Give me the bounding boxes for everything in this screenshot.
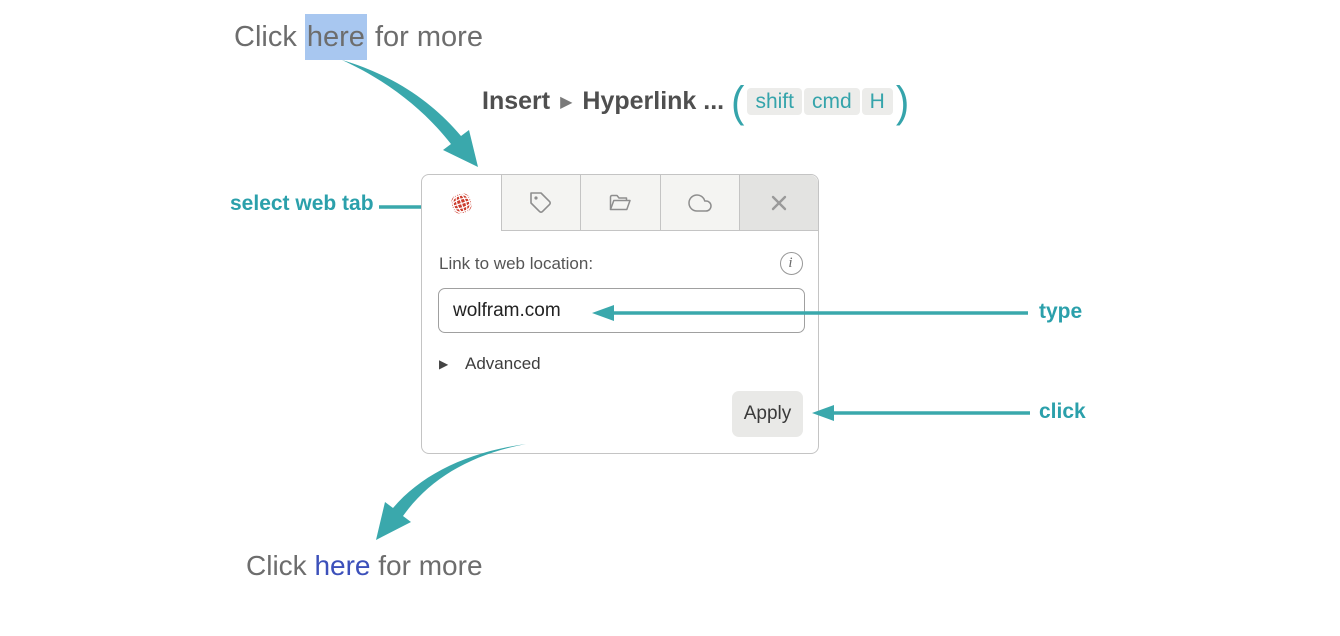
curved-arrow-bottom-icon	[376, 444, 526, 540]
menu-separator-icon: ▶	[560, 93, 573, 111]
dialog-tab-bar	[422, 175, 818, 231]
top-label-selected-text[interactable]: here	[304, 14, 367, 60]
cloud-icon	[687, 193, 712, 212]
top-label-post: for more	[366, 21, 483, 53]
link-to-web-location-label: Link to web location:	[439, 253, 594, 273]
key-shift: shift	[747, 88, 802, 115]
folder-icon	[610, 194, 632, 210]
tab-tag[interactable]	[502, 175, 582, 231]
click-arrow-icon	[812, 405, 1030, 421]
tab-cloud[interactable]	[660, 175, 740, 231]
curved-arrow-top-icon	[342, 60, 478, 167]
url-input[interactable]	[438, 288, 805, 333]
type-label: type	[1039, 300, 1083, 323]
tab-web[interactable]	[422, 175, 502, 231]
tag-icon	[530, 191, 552, 213]
menu-item-hyperlink[interactable]: Hyperlink ...	[582, 87, 725, 115]
tab-file[interactable]	[581, 175, 661, 231]
bottom-here-link[interactable]: here	[314, 550, 371, 581]
shortcut-paren-close: )	[895, 77, 910, 126]
key-h: H	[861, 88, 893, 115]
bottom-label-post: for more	[370, 550, 483, 581]
tab-close[interactable]	[739, 175, 818, 231]
apply-button[interactable]: Apply	[732, 391, 803, 437]
click-label: click	[1039, 400, 1086, 423]
bottom-click-here-label: Click here for more	[243, 542, 486, 589]
top-click-here-label: Click here for more	[231, 14, 486, 61]
menu-shortcut-line: Insert ▶ Hyperlink ... ( shift cmd H )	[482, 77, 910, 126]
menu-insert[interactable]: Insert	[482, 87, 551, 115]
disclosure-triangle-icon: ▶	[439, 357, 449, 371]
select-web-tab-label: select web tab	[230, 192, 374, 215]
bottom-label-pre: Click	[246, 550, 315, 581]
shortcut-paren-open: (	[731, 77, 745, 126]
globe-icon	[450, 192, 473, 214]
key-cmd: cmd	[803, 88, 860, 115]
advanced-toggle[interactable]: ▶ Advanced	[439, 354, 818, 374]
advanced-label: Advanced	[465, 354, 541, 373]
close-icon	[771, 195, 787, 210]
top-label-pre: Click	[234, 21, 305, 53]
shortcut-keys: shift cmd H	[747, 88, 893, 115]
type-arrow-icon	[592, 305, 1028, 321]
info-icon[interactable]: i	[780, 252, 803, 275]
